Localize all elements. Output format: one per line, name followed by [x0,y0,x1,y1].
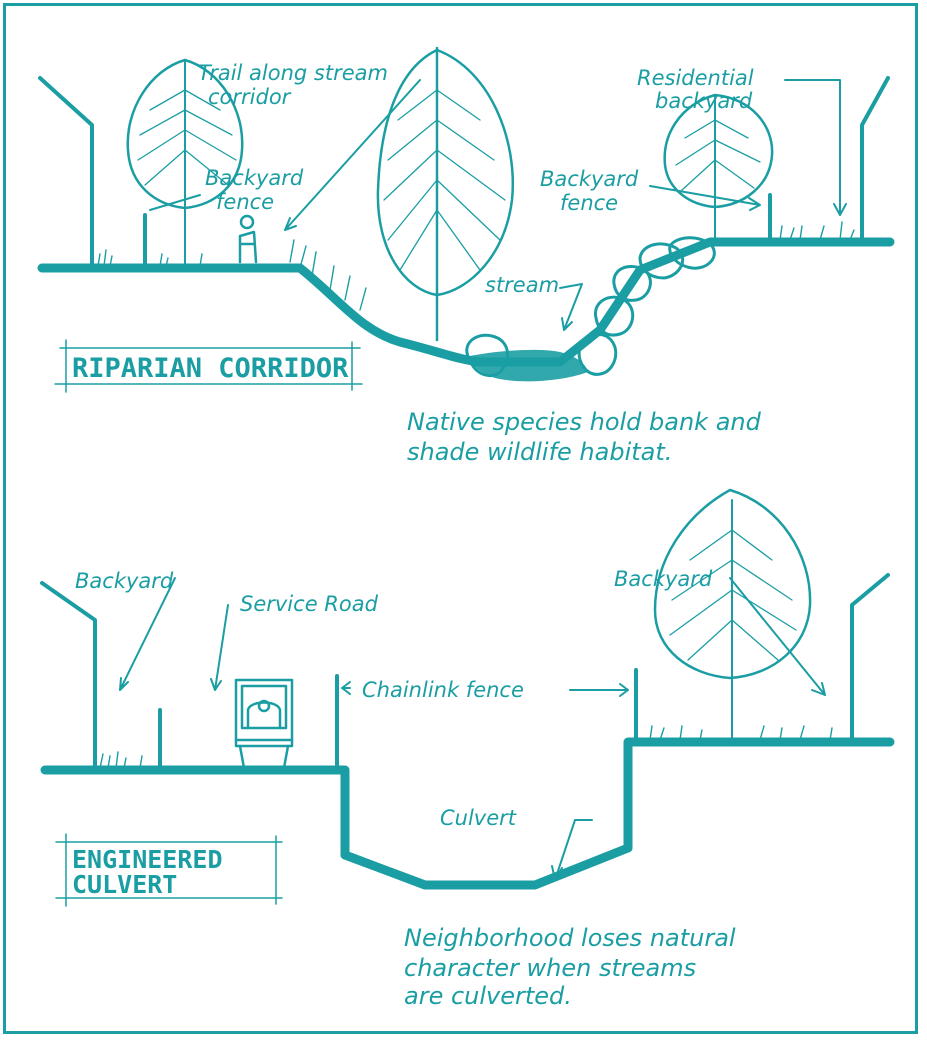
ground-profile [37,237,895,367]
left-house-wall [38,76,94,267]
boulder-bank [465,236,716,377]
culvert-ground-profile [40,737,895,890]
chainlink-leader-left [341,681,351,695]
label-residential-line1: Residential [637,66,754,90]
riparian-section: Trail along stream corridor Backyard fen… [37,46,895,466]
label-trail-line2: corridor [208,85,292,109]
riparian-caption-line2: shade wildlife habitat. [407,438,672,466]
label-stream: stream [485,273,559,297]
chainlink-leader-right [569,683,629,697]
right-tree [663,93,774,243]
label-backyard-fence-right-line1: Backyard [540,167,639,191]
fence-left-leader [149,194,201,211]
riparian-caption-line1: Native species hold bank and [407,408,762,436]
label-chainlink-fence: Chainlink fence [362,678,524,702]
riparian-title-box [54,339,363,393]
culvert-leader [551,819,593,881]
label-service-road: Service Road [240,592,379,616]
label-backyard-fence-right-line2: fence [560,191,618,215]
label-backyard-fence-left-line2: fence [216,190,274,214]
label-backyard-fence-left-line1: Backyard [205,166,304,190]
service-road-leader [210,604,229,691]
service-vehicle [234,678,294,770]
culvert-left-house-wall [40,581,97,772]
label-backyard-right: Backyard [614,567,713,591]
label-backyard-left: Backyard [75,569,174,593]
culvert-tree [653,488,812,741]
trail-leader [284,79,421,231]
center-tree [376,46,515,342]
label-culvert: Culvert [440,806,517,830]
label-trail-line1: Trail along stream [198,61,388,85]
page-frame [3,3,918,1034]
left-tree [126,58,244,266]
culvert-title-line1: ENGINEERED [72,845,223,874]
culvert-section: Backyard Service Road Chainlink fence Ba… [40,488,895,1010]
backyard-left-leader [119,577,176,691]
grass-tufts-bottom [99,725,833,769]
riparian-title: RIPARIAN CORRIDOR [72,353,349,384]
trail-hiker [238,214,258,264]
fence-right-leader [649,185,761,211]
culvert-title-box [55,833,283,907]
right-house-wall [860,76,890,242]
culvert-title-line2: CULVERT [72,870,177,899]
label-residential-line2: backyard [655,89,753,113]
stream-leader [559,283,583,331]
culvert-caption-line3: are culverted. [404,982,572,1010]
grass-tufts-top [97,221,855,311]
backyard-right-leader [729,577,826,696]
culvert-caption-line2: character when streams [404,954,696,982]
culvert-caption-line1: Neighborhood loses natural [404,924,736,952]
residential-leader [784,79,847,216]
culvert-right-house-wall [850,573,890,742]
